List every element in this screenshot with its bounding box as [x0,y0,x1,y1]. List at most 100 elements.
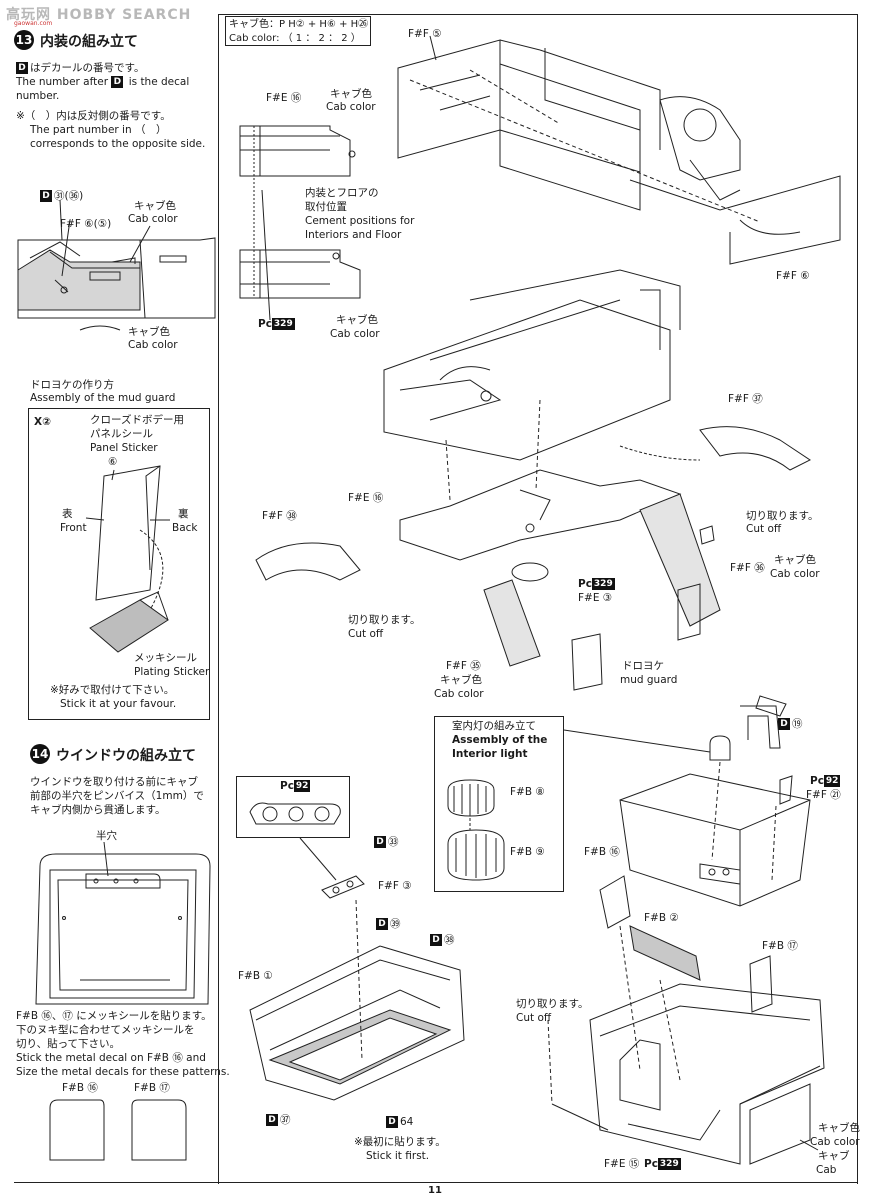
decal-note-en: The number after D is the decal [16,76,190,88]
first-en: Stick it first. [366,1150,430,1162]
favour-jp: ※好みで取付けて下さい。 [50,684,175,696]
bottom-rule [14,1182,858,1183]
step14-desc-1: ウインドウを取り付ける前にキャブ [30,776,198,788]
watermark-sub: gaowan.com [14,20,53,27]
cab-en: Cab [816,1164,837,1176]
cement-jp-1: 内装とフロアの [305,187,379,199]
pattern-b17-label: F#B ⑰ [134,1082,170,1094]
decal-badge-icon: D [111,76,124,88]
mudguard-en-label: mud guard [620,674,678,686]
step14-title: ウインドウの組み立て [56,748,196,764]
part-f6: F#F ⑥ [776,270,810,282]
cab-color-jp-top: キャブ色 [330,88,372,100]
step14-decal-en-2: Size the metal decals for these patterns… [16,1066,230,1078]
decal-badge-icon: D [266,1114,278,1126]
top-rule [218,14,858,15]
back-jp: 裏 [178,508,189,520]
decal-badge-icon: D [40,190,52,202]
light-title-en-2: Interior light [452,748,528,760]
panel-seal-en: Panel Sticker [90,442,158,454]
cement-en-1: Cement positions for [305,215,415,227]
part-f21: F#F ㉑ [806,789,841,801]
cutoff-en-cab: Cut off [516,1012,552,1024]
part-f3: F#F ③ [378,880,412,892]
cab-color-jp: キャブ色 [134,200,176,212]
cab-color-en-f36: Cab color [770,568,820,580]
front-en: Front [60,522,87,534]
right-border [857,14,858,1184]
plating-jp: メッキシール [134,652,197,664]
watermark-logo: 高玩网 HOBBY SEARCH [6,7,192,23]
cab-color-en-2: Cab color [128,339,178,351]
part-f36: F#F ㊱ [730,562,765,574]
decal-badge-icon: D [376,918,388,930]
page-number: 11 [428,1185,442,1196]
cab-color-en-top: Cab color [326,101,376,113]
mudguard-jp-label: ドロヨケ [622,660,664,672]
closed-body-jp: クローズドボデー用 [90,414,184,426]
cutoff-jp-cab: 切り取ります。 [516,998,589,1010]
light-title-en-1: Assembly of the [452,734,548,746]
mudguard-title-jp: ドロヨケの作り方 [30,379,114,391]
mudguard-icon: X② [34,416,51,428]
decal-badge-icon: D [430,934,442,946]
cab-color-en-floor: Cab color [330,328,380,340]
part-f5: F#F ⑤ [408,28,442,40]
part-e16-mid: F#E ⑯ [348,492,384,504]
cutoff-en-right: Cut off [746,523,782,535]
decal-badge-icon: D [374,836,386,848]
part-b2: F#B ② [644,912,679,924]
cab-jp: キャブ [818,1150,850,1162]
part-e15: F#E ⑮ [604,1158,640,1170]
halfhole-label: 半穴 [96,830,117,842]
part-f38: F#F ㊳ [262,510,297,522]
cab-color-en-cab: Cab color [810,1136,860,1148]
part-b9: F#B ⑨ [510,846,545,858]
cement-jp-2: 取付位置 [305,201,347,213]
opposite-note-en-2: corresponds to the opposite side. [30,138,206,150]
plating-en: Plating Sticker [134,666,210,678]
cab-color-en-f35: Cab color [434,688,484,700]
part-e3: F#E ③ [578,592,613,604]
cutoff-jp-right: 切り取ります。 [746,510,819,522]
decal-badge-icon: D [16,62,28,74]
cutoff-en-left: Cut off [348,628,384,640]
cement-en-2: Interiors and Floor [305,229,402,241]
back-en: Back [172,522,198,534]
part-b1: F#B ① [238,970,273,982]
light-title-jp: 室内灯の組み立て [452,720,536,732]
step14-decal-3: 切り、貼って下さい。 [16,1038,121,1050]
decal-badge-icon: D [778,718,790,730]
opposite-note-jp: ※（ ）内は反対側の番号です。 [16,110,171,122]
decal-note-en-3: number. [16,90,60,102]
step14-desc-2: 前部の半穴をピンバイス（1mm）で [30,790,204,802]
cab-color-ratio-line1: キャブ色：P H② + H⑥ + H㉖ [229,19,369,30]
part-f35: F#F ㉟ [446,660,481,672]
step14-decal-2: 下のヌキ型に合わせてメッキシールを [16,1024,195,1036]
decal-badge-icon: D [386,1116,398,1128]
front-jp: 表 [62,508,73,520]
first-jp: ※最初に貼ります。 [354,1136,446,1148]
part-e16-top: F#E ⑯ [266,92,302,104]
panel-seal-jp: パネルシール [90,428,153,440]
cab-color-ratio-line2: Cab color: （ 1 ： 2 ： 2 ） [229,33,361,44]
step14-decal-en-1: Stick the metal decal on F#B ⑯ and [16,1052,206,1064]
part-b16: F#B ⑯ [584,846,620,858]
pattern-b16-label: F#B ⑯ [62,1082,98,1094]
panel-num: ⑥ [108,456,118,468]
favour-en: Stick it at your favour. [60,698,177,710]
cab-color-jp-floor: キャブ色 [336,314,378,326]
mudguard-title-en: Assembly of the mud guard [30,392,176,404]
cab-color-ratio-box [225,16,371,46]
step14-decal-1: F#B ⑯、⑰ にメッキシールを貼ります。 [16,1010,212,1022]
